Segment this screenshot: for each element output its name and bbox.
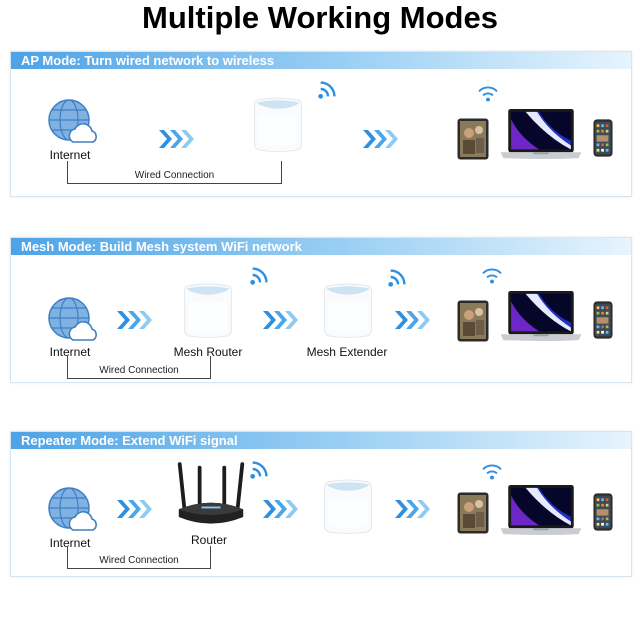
wifi-icon [249, 264, 271, 286]
wifi-icon [249, 458, 271, 480]
mesh-node-icon [321, 282, 375, 340]
wired-connection-label: Wired Connection [134, 170, 215, 181]
chevrons-icon [393, 309, 433, 331]
router-icon [171, 462, 251, 534]
globe-cloud-icon [47, 98, 97, 148]
ap-mode-heading: AP Mode: Turn wired network to wireless [11, 52, 631, 69]
tablet-icon [457, 492, 489, 534]
internet-label: Internet [49, 345, 91, 359]
chevrons-icon [115, 309, 155, 331]
chevrons-icon [157, 128, 197, 150]
internet-label: Internet [49, 148, 91, 162]
wired-connection-bracket: Wired Connection [67, 356, 211, 379]
laptop-icon [499, 484, 583, 536]
mesh-extender-label: Mesh Extender [306, 345, 388, 359]
mesh-mode-panel: Mesh Mode: Build Mesh system WiFi networ… [10, 237, 632, 383]
chevrons-icon [393, 498, 433, 520]
wifi-icon [477, 84, 499, 102]
laptop-icon [499, 108, 583, 160]
wifi-icon [481, 266, 503, 284]
chevrons-icon [115, 498, 155, 520]
wired-connection-label: Wired Connection [99, 555, 179, 566]
laptop-icon [499, 290, 583, 342]
wifi-icon [317, 78, 339, 100]
phone-icon [593, 118, 613, 158]
tablet-icon [457, 118, 489, 160]
ap-mode-panel: AP Mode: Turn wired network to wireless … [10, 51, 632, 197]
mesh-node-icon [251, 96, 305, 154]
repeater-mode-panel: Repeater Mode: Extend WiFi signal Intern… [10, 431, 632, 577]
mesh-mode-heading: Mesh Mode: Build Mesh system WiFi networ… [11, 238, 631, 255]
chevrons-icon [261, 498, 301, 520]
wifi-icon [481, 462, 503, 480]
router-label: Router [190, 533, 228, 547]
mesh-router-label: Mesh Router [173, 345, 243, 359]
phone-icon [593, 492, 613, 532]
wired-connection-bracket: Wired Connection [67, 546, 211, 569]
internet-label: Internet [49, 536, 91, 550]
wired-connection-bracket: Wired Connection [67, 161, 282, 184]
chevrons-icon [261, 309, 301, 331]
globe-cloud-icon [47, 486, 97, 536]
mesh-node-icon [321, 478, 375, 536]
wifi-icon [387, 266, 409, 288]
globe-cloud-icon [47, 296, 97, 346]
phone-icon [593, 300, 613, 340]
chevrons-icon [361, 128, 401, 150]
page-title: Multiple Working Modes [142, 0, 498, 35]
wired-connection-label: Wired Connection [99, 365, 179, 376]
tablet-icon [457, 300, 489, 342]
mesh-node-icon [181, 282, 235, 340]
repeater-mode-heading: Repeater Mode: Extend WiFi signal [11, 432, 631, 449]
